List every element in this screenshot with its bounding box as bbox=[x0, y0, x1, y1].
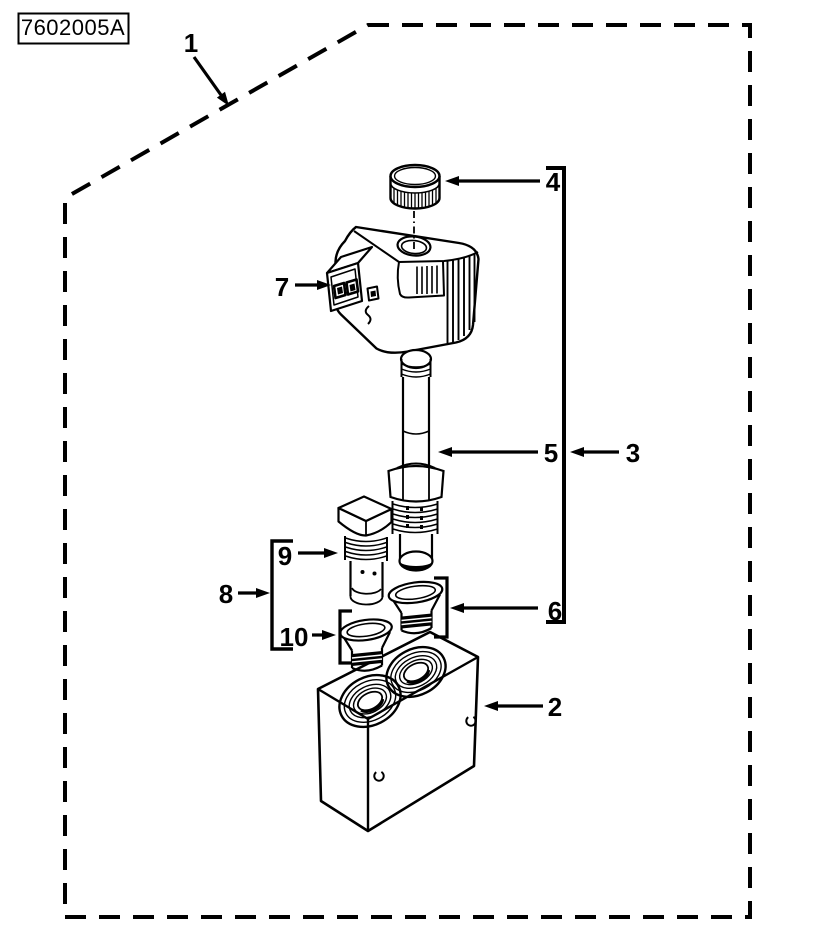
callout-1-label: 1 bbox=[184, 28, 198, 58]
callout-10-label: 10 bbox=[280, 622, 309, 652]
callout-2-arrow bbox=[484, 701, 543, 711]
part-7-solenoid-coil bbox=[325, 225, 480, 354]
part-10-seal-cup bbox=[339, 618, 393, 672]
callout-4-label: 4 bbox=[546, 167, 561, 197]
part-6-seal-cup bbox=[387, 580, 444, 635]
part-5-cartridge-stem bbox=[387, 348, 445, 572]
block-side-hole-right bbox=[465, 715, 477, 727]
callout-7-arrow bbox=[295, 280, 331, 290]
diagram-dashed-border bbox=[63, 23, 752, 919]
solenoid-notch-ribs bbox=[416, 265, 438, 294]
callout-6-label: 6 bbox=[548, 596, 562, 626]
solenoid-notch bbox=[396, 261, 445, 299]
callout-6-arrow bbox=[450, 603, 538, 613]
bracket-assembly-8 bbox=[270, 539, 293, 651]
part-2-valve-block bbox=[316, 630, 480, 833]
callout-3-arrow bbox=[570, 447, 619, 457]
callout-1-arrow bbox=[192, 56, 229, 106]
callout-10-arrow bbox=[312, 630, 336, 640]
bracket-item-6 bbox=[434, 576, 449, 639]
bracket-item-10 bbox=[338, 609, 352, 665]
callout-7-label: 7 bbox=[275, 272, 289, 302]
callout-2-label: 2 bbox=[548, 692, 562, 722]
stem-hex-nut bbox=[387, 464, 445, 503]
part-9-hex-plug bbox=[337, 495, 393, 606]
figure-code: 7602005A bbox=[21, 15, 125, 40]
callout-8-label: 8 bbox=[219, 579, 233, 609]
figure-code-box: 7602005A bbox=[17, 12, 130, 45]
part-4-knurled-cap bbox=[389, 163, 441, 210]
solenoid-connector bbox=[325, 245, 380, 313]
solenoid-wire-hook bbox=[364, 305, 372, 325]
callout-4-arrow bbox=[445, 176, 540, 186]
callout-arrows bbox=[192, 56, 619, 711]
part-9-threads bbox=[344, 536, 388, 561]
stem-top-threads bbox=[400, 359, 432, 378]
bracket-assembly-3 bbox=[546, 166, 566, 624]
block-side-hole-left bbox=[373, 770, 385, 782]
callout-9-arrow bbox=[298, 548, 338, 558]
solenoid-fins bbox=[446, 254, 476, 343]
callout-5-label: 5 bbox=[544, 438, 558, 468]
callout-5-arrow bbox=[438, 447, 538, 457]
block-port-left bbox=[338, 673, 402, 729]
callout-8-arrow bbox=[238, 588, 270, 598]
stem-lower-threads bbox=[391, 501, 439, 534]
callout-3-label: 3 bbox=[626, 438, 640, 468]
callout-9-label: 9 bbox=[278, 541, 292, 571]
cap-knurling bbox=[393, 188, 437, 209]
